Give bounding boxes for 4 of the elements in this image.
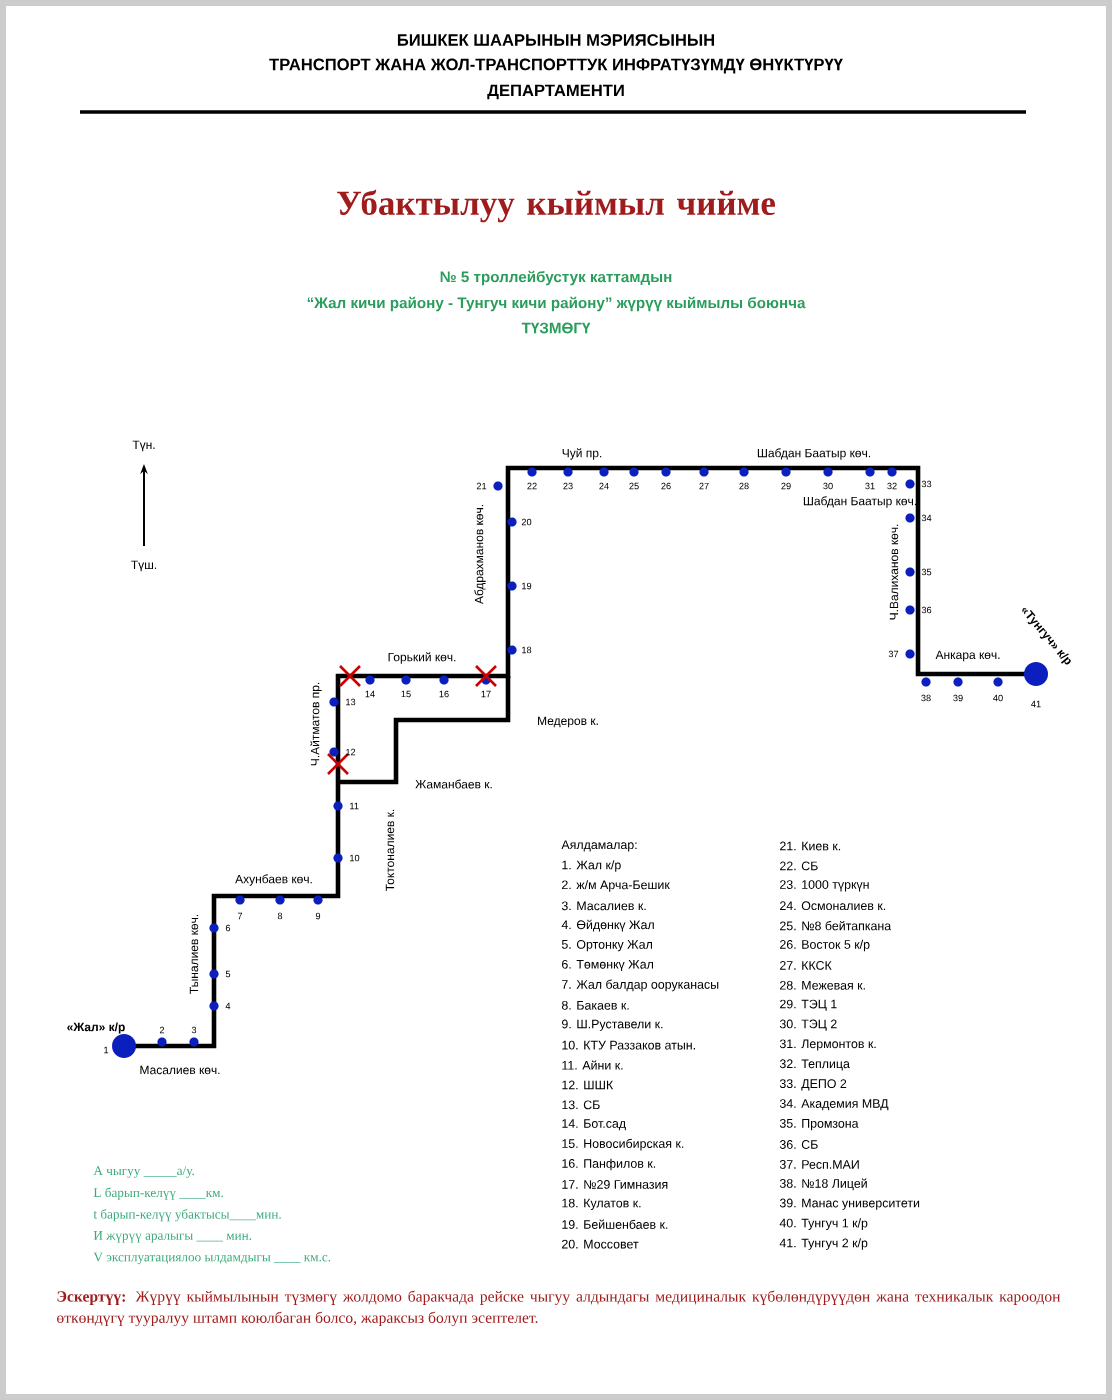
header-text: ДЕПАРТАМЕНТИ (487, 84, 624, 100)
title: Убактылуу кыймыл чийме (337, 189, 775, 223)
header-text: ТРАНСПОРТ ЖАНА ЖОЛ-ТРАНСПОРТТУК ИНФРАТҮЗҮМДҮ ӨНҮКТҮРҮҮ (269, 58, 843, 74)
header-text: БИШКЕК ШААРЫНЫН МЭРИЯСЫНЫН (397, 34, 714, 46)
